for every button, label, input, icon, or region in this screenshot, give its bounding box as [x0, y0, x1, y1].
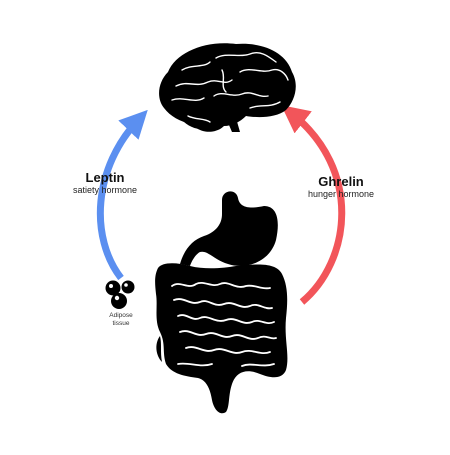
stomach-icon	[180, 191, 278, 266]
intestines-icon	[155, 263, 288, 414]
adipose-label: Adipose tissue	[96, 312, 146, 328]
ghrelin-label-group: Ghrelin hunger hormone	[286, 174, 396, 199]
ghrelin-arrow	[281, 105, 346, 305]
leptin-label-group: Leptin satiety hormone	[50, 170, 160, 195]
ghrelin-description: hunger hormone	[307, 189, 375, 199]
leptin-title: Leptin	[85, 170, 125, 185]
ghrelin-title: Ghrelin	[318, 174, 364, 189]
leptin-description: satiety hormone	[72, 185, 138, 195]
adipose-label-line1: Adipose	[109, 312, 133, 319]
brain-icon	[159, 43, 296, 132]
leptin-arrow	[96, 109, 148, 281]
adipose-label-line2: tissue	[112, 320, 130, 327]
fat-cells-icon	[105, 280, 135, 309]
